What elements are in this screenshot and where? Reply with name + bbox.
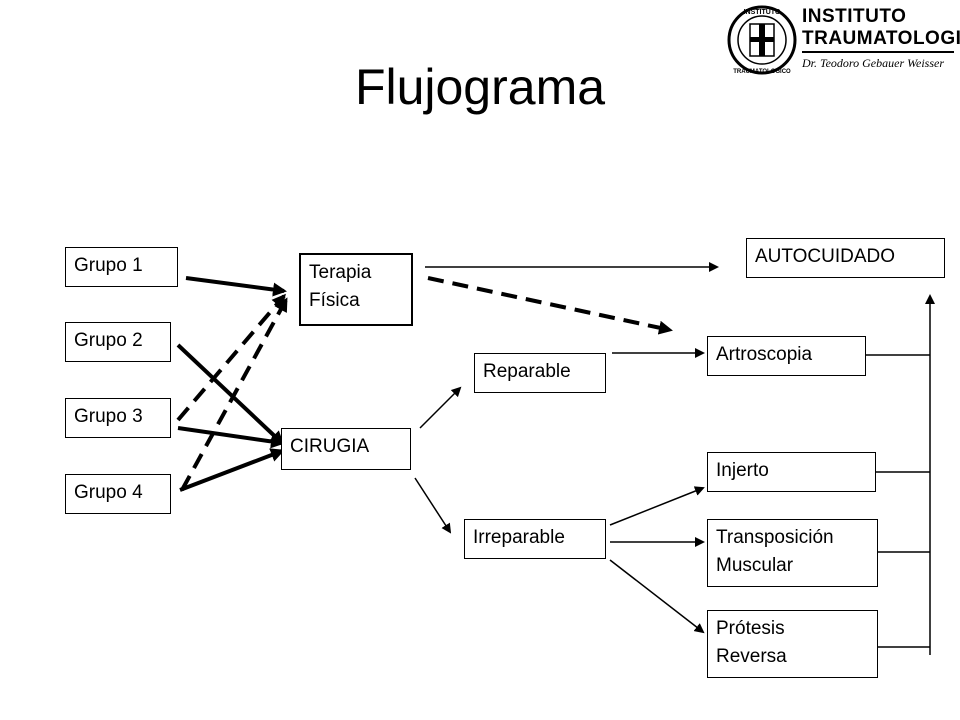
page-title: Flujograma [354, 59, 606, 115]
terapia-line-2: Física [309, 290, 360, 311]
transposicion-line-1: Transposición [716, 527, 834, 548]
terapia-line-1: Terapia [309, 262, 372, 283]
cirugia-box: CIRUGIA [281, 428, 411, 470]
arrow-irreparable-injerto [609, 486, 705, 526]
arrow-grupo3-cirugia [177, 426, 285, 449]
logo-line-3: Dr. Teodoro Gebauer Weisser [802, 56, 945, 70]
reparable-box: Reparable [474, 353, 606, 393]
dashed-grupo4-terapia [180, 297, 288, 491]
transposicion-box: Transposición Muscular [707, 519, 878, 587]
arrow-grupo1-terapia [185, 276, 287, 297]
terapia-fisica-box: Terapia Física [299, 253, 413, 326]
protesis-box: Prótesis Reversa [707, 610, 878, 678]
arrow-cirugia-reparable [419, 386, 462, 429]
grupo-3-box: Grupo 3 [65, 398, 171, 438]
artroscopia-box: Artroscopia [707, 336, 866, 376]
transposicion-line-2: Muscular [716, 555, 794, 576]
logo-divider [802, 51, 954, 53]
grupo-4-box: Grupo 4 [65, 474, 171, 514]
autocuidado-box: AUTOCUIDADO [746, 238, 945, 278]
arrow-grupo2-cirugia [176, 343, 285, 446]
grupo-2-box: Grupo 2 [65, 322, 171, 362]
svg-text:TRAUMATOLOGICO: TRAUMATOLOGICO [733, 69, 791, 75]
protesis-line-1: Prótesis [716, 618, 785, 639]
dashed-grupo3-terapia [176, 293, 286, 422]
arrow-cirugia-irreparable [414, 477, 452, 534]
logo-line-1: INSTITUTO [802, 6, 907, 27]
arrow-irreparable-protesis [609, 559, 705, 634]
institute-seal-icon: INSTITUTO TRAUMATOLOGICO [727, 5, 797, 75]
irreparable-box: Irreparable [464, 519, 606, 559]
svg-text:INSTITUTO: INSTITUTO [744, 9, 781, 16]
grupo-1-box: Grupo 1 [65, 247, 178, 287]
dashed-terapia-artroscopia [427, 276, 673, 335]
logo-line-2: TRAUMATOLOGICO [802, 28, 960, 49]
arrow-grupo4-cirugia [179, 448, 285, 492]
institute-logo: INSTITUTO TRAUMATOLOGICO INSTITUTO TRAUM… [726, 2, 960, 82]
protesis-line-2: Reversa [716, 646, 787, 667]
injerto-box: Injerto [707, 452, 876, 492]
